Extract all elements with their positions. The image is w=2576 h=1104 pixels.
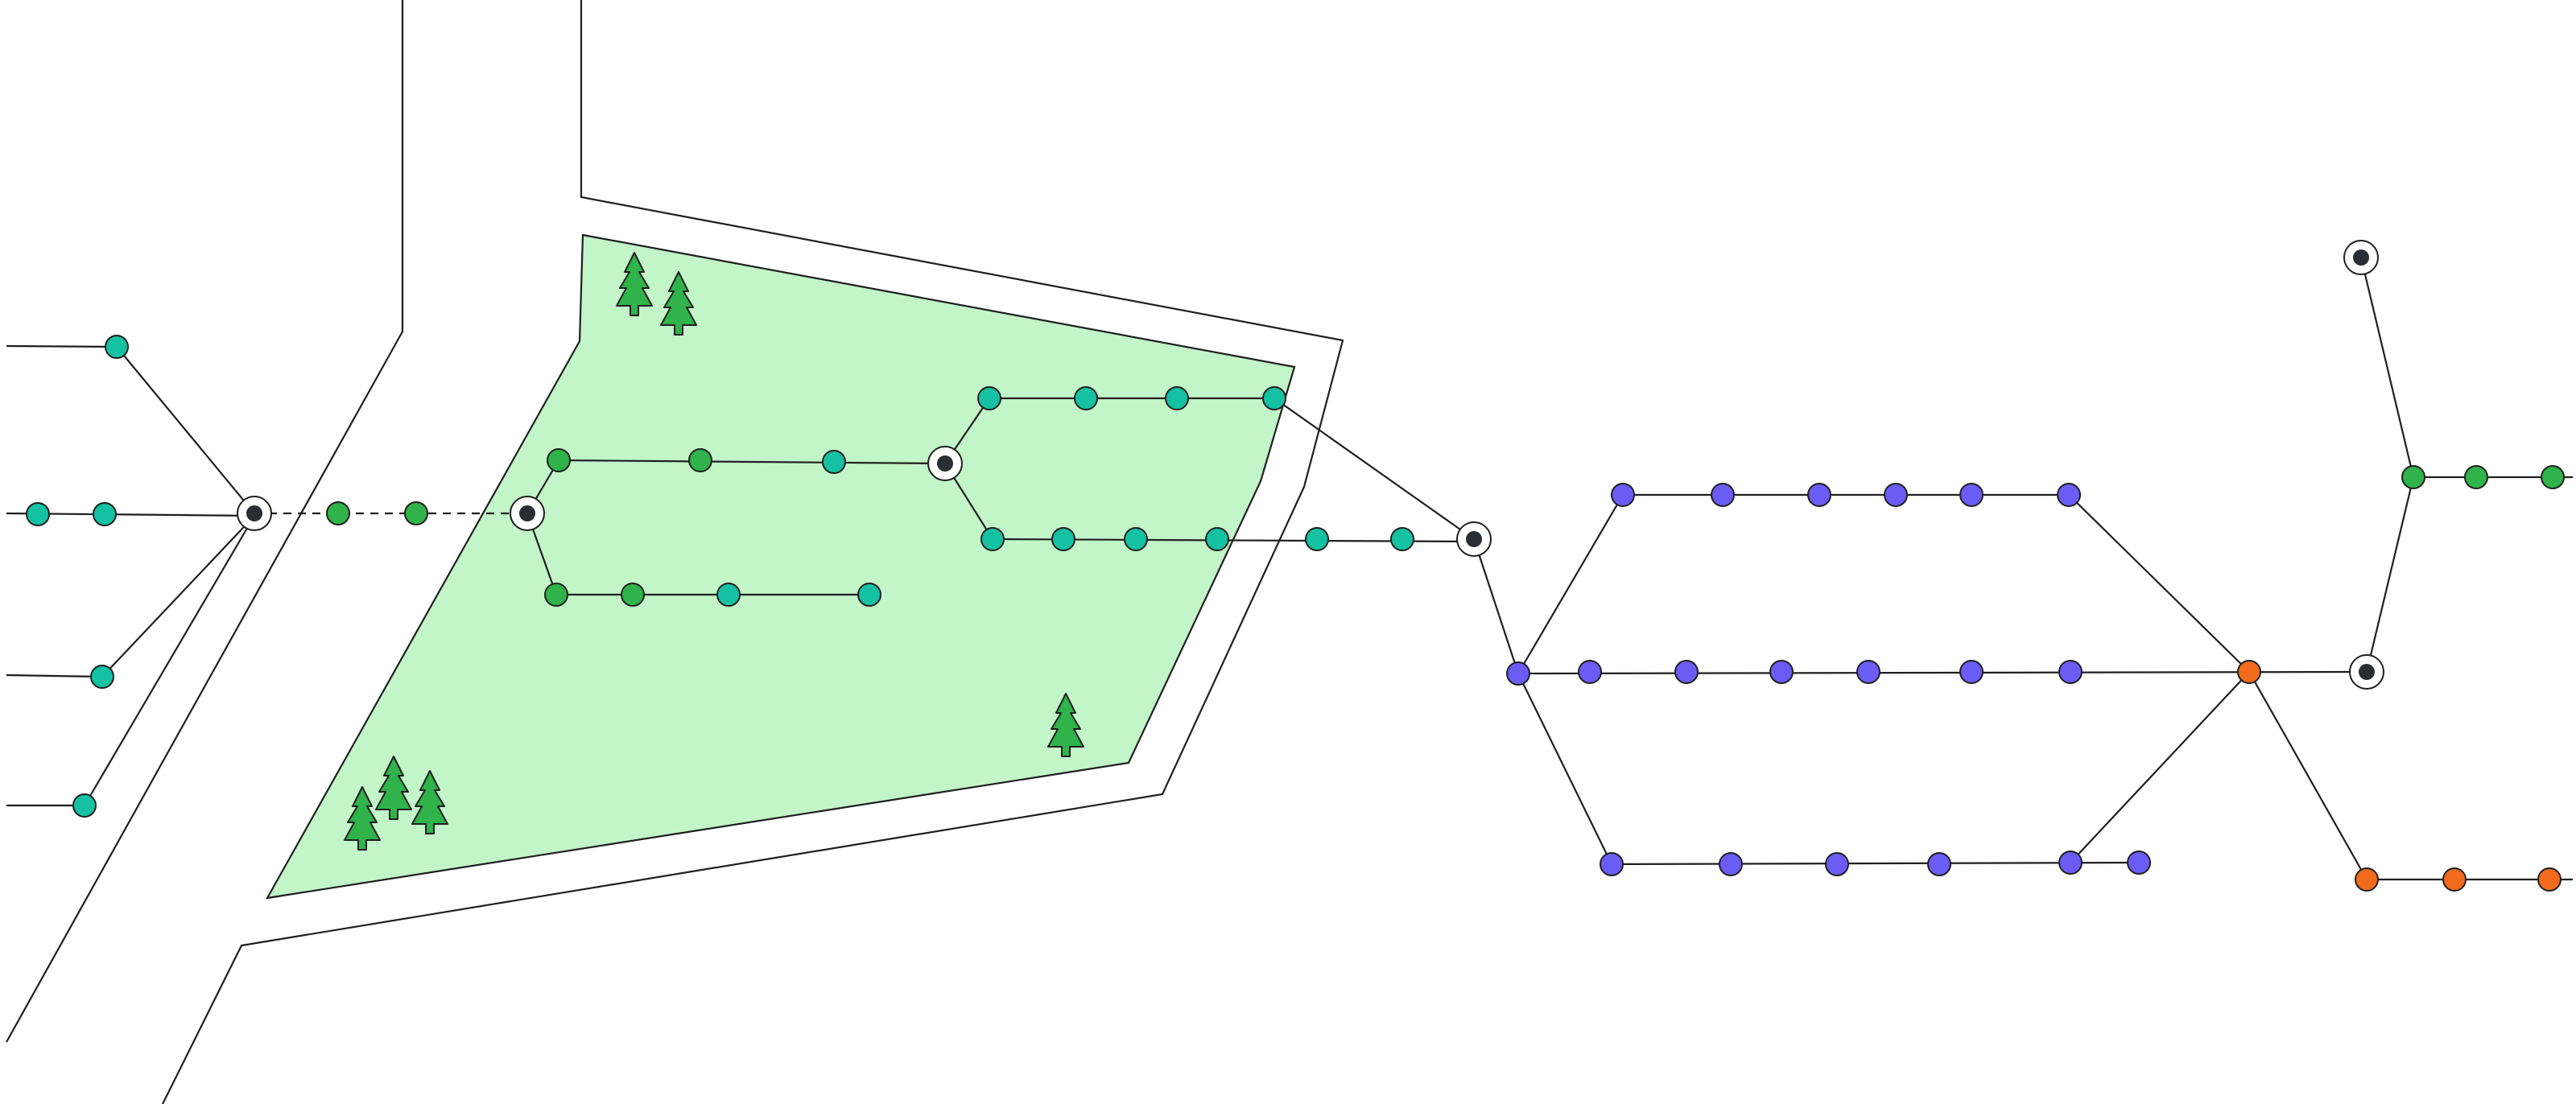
hub-icon[interactable] — [1456, 521, 1492, 557]
station-node[interactable] — [1719, 852, 1743, 876]
station-node[interactable] — [105, 335, 129, 359]
station-node[interactable] — [72, 793, 97, 818]
station-node[interactable] — [1305, 527, 1329, 551]
station-node[interactable] — [2237, 660, 2261, 684]
roads — [6, 0, 1344, 1104]
station-node[interactable] — [1578, 660, 1602, 684]
station-node[interactable] — [716, 583, 741, 607]
edge — [1517, 673, 1612, 865]
station-node[interactable] — [547, 448, 571, 472]
station-node[interactable] — [1674, 660, 1699, 684]
station-node[interactable] — [822, 450, 846, 474]
edge — [1611, 861, 2140, 866]
station-node[interactable] — [2541, 465, 2565, 489]
station-node[interactable] — [90, 665, 114, 689]
edge — [2248, 671, 2368, 880]
edges — [6, 257, 2573, 881]
hub-icon[interactable] — [2349, 654, 2384, 690]
hub-icon[interactable] — [237, 496, 272, 531]
edge — [558, 459, 946, 465]
station-node[interactable] — [857, 583, 881, 607]
station-node[interactable] — [1959, 483, 1984, 507]
station-node[interactable] — [1807, 483, 1831, 507]
station-node[interactable] — [1769, 660, 1794, 684]
station-node[interactable] — [1611, 483, 1635, 507]
station-node[interactable] — [1927, 852, 1951, 876]
station-node[interactable] — [2127, 851, 2151, 875]
station-node[interactable] — [404, 501, 428, 525]
station-node[interactable] — [1390, 527, 1414, 551]
station-node[interactable] — [2058, 851, 2083, 875]
station-node[interactable] — [1262, 386, 1286, 410]
station-node[interactable] — [1884, 483, 1908, 507]
station-node[interactable] — [2537, 867, 2562, 892]
station-node[interactable] — [326, 501, 350, 525]
edge — [1274, 398, 1475, 540]
station-node[interactable] — [93, 502, 117, 526]
hubs — [237, 240, 2384, 690]
road-right-edge — [162, 0, 1344, 1104]
road-left-edge — [6, 0, 404, 1043]
edge — [101, 515, 255, 678]
edge — [6, 344, 118, 348]
station-node[interactable] — [977, 386, 1001, 410]
edge — [1472, 538, 1520, 674]
hub-icon[interactable] — [510, 496, 545, 531]
station-node[interactable] — [1205, 527, 1229, 551]
station-node[interactable] — [1600, 852, 1624, 876]
station-node[interactable] — [1825, 852, 1849, 876]
station-node[interactable] — [2057, 483, 2081, 507]
edge — [84, 515, 255, 806]
station-node[interactable] — [1506, 661, 1530, 686]
station-node[interactable] — [544, 583, 568, 607]
edge — [2359, 257, 2415, 478]
edge — [116, 346, 255, 514]
station-node[interactable] — [621, 583, 645, 607]
station-node[interactable] — [1051, 527, 1075, 551]
park-area — [265, 233, 1296, 900]
station-node[interactable] — [26, 502, 50, 526]
station-node[interactable] — [2355, 867, 2379, 892]
station-node[interactable] — [1959, 660, 1984, 684]
edge — [1517, 494, 1624, 674]
edge — [1517, 670, 2368, 675]
station-node[interactable] — [1074, 386, 1098, 410]
station-node[interactable] — [1711, 483, 1735, 507]
station-node[interactable] — [2464, 465, 2488, 489]
station-node[interactable] — [2442, 867, 2467, 892]
nodes — [26, 335, 2565, 892]
station-node[interactable] — [980, 527, 1005, 551]
station-node[interactable] — [2058, 660, 2083, 684]
station-node[interactable] — [1856, 660, 1880, 684]
edge — [2068, 494, 2250, 673]
station-node[interactable] — [688, 448, 712, 472]
hub-icon[interactable] — [2343, 240, 2379, 275]
edge — [2070, 671, 2250, 863]
edge — [6, 674, 103, 678]
station-node[interactable] — [1165, 386, 1189, 410]
station-node[interactable] — [2401, 465, 2425, 489]
hub-icon[interactable] — [927, 446, 963, 481]
station-node[interactable] — [1124, 527, 1148, 551]
edge — [2365, 476, 2415, 673]
